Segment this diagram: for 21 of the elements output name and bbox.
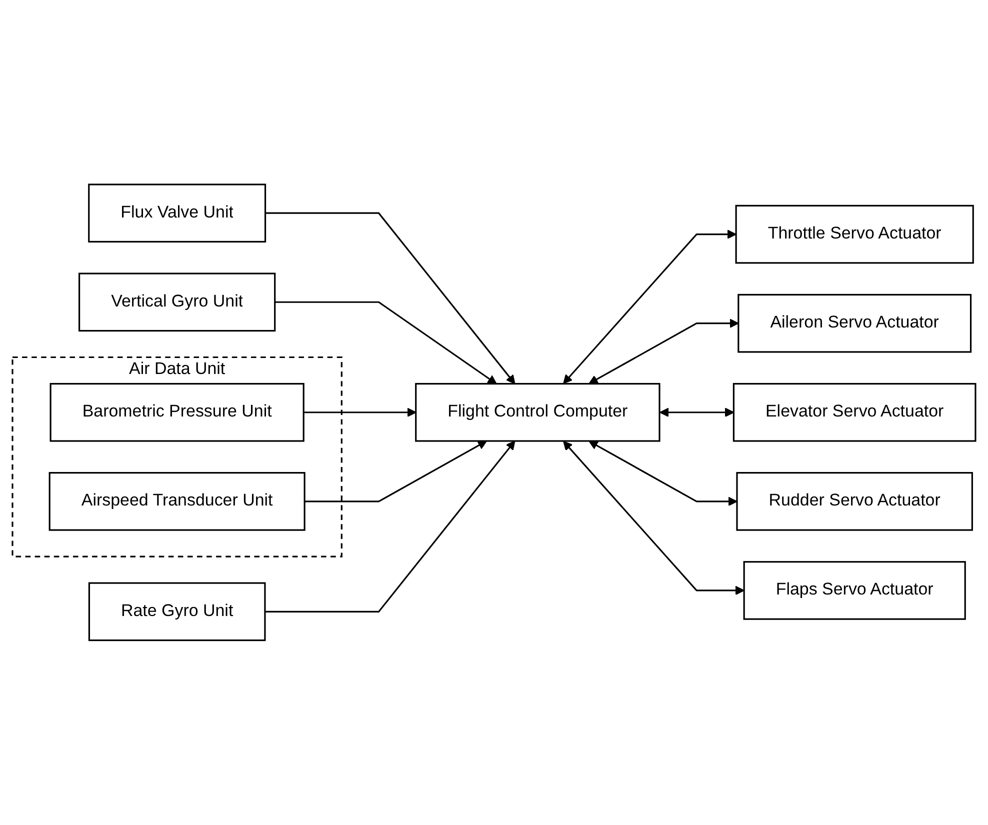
arrow bbox=[304, 408, 416, 418]
node-box: Flux Valve Unit bbox=[88, 184, 266, 243]
node-box: Elevator Servo Actuator bbox=[732, 383, 976, 442]
arrow bbox=[563, 441, 744, 596]
node-box: Barometric Pressure Unit bbox=[50, 383, 304, 442]
arrow bbox=[264, 440, 516, 613]
arrow bbox=[588, 318, 739, 384]
node-box: Aileron Servo Actuator bbox=[738, 294, 972, 353]
arrow bbox=[563, 230, 736, 384]
node-box: Airspeed Transducer Unit bbox=[48, 472, 306, 531]
arrow bbox=[265, 212, 516, 384]
node-box: Rate Gyro Unit bbox=[88, 582, 266, 642]
node-box: Throttle Servo Actuator bbox=[735, 205, 974, 264]
node-box: Flaps Servo Actuator bbox=[743, 561, 966, 620]
arrow bbox=[274, 301, 497, 384]
arrow bbox=[660, 408, 734, 418]
arrow bbox=[304, 440, 488, 502]
node-box: Vertical Gyro Unit bbox=[78, 272, 276, 332]
node-box: Rudder Servo Actuator bbox=[736, 472, 973, 531]
arrow bbox=[588, 440, 738, 506]
node-box: Flight Control Computer bbox=[415, 383, 660, 442]
